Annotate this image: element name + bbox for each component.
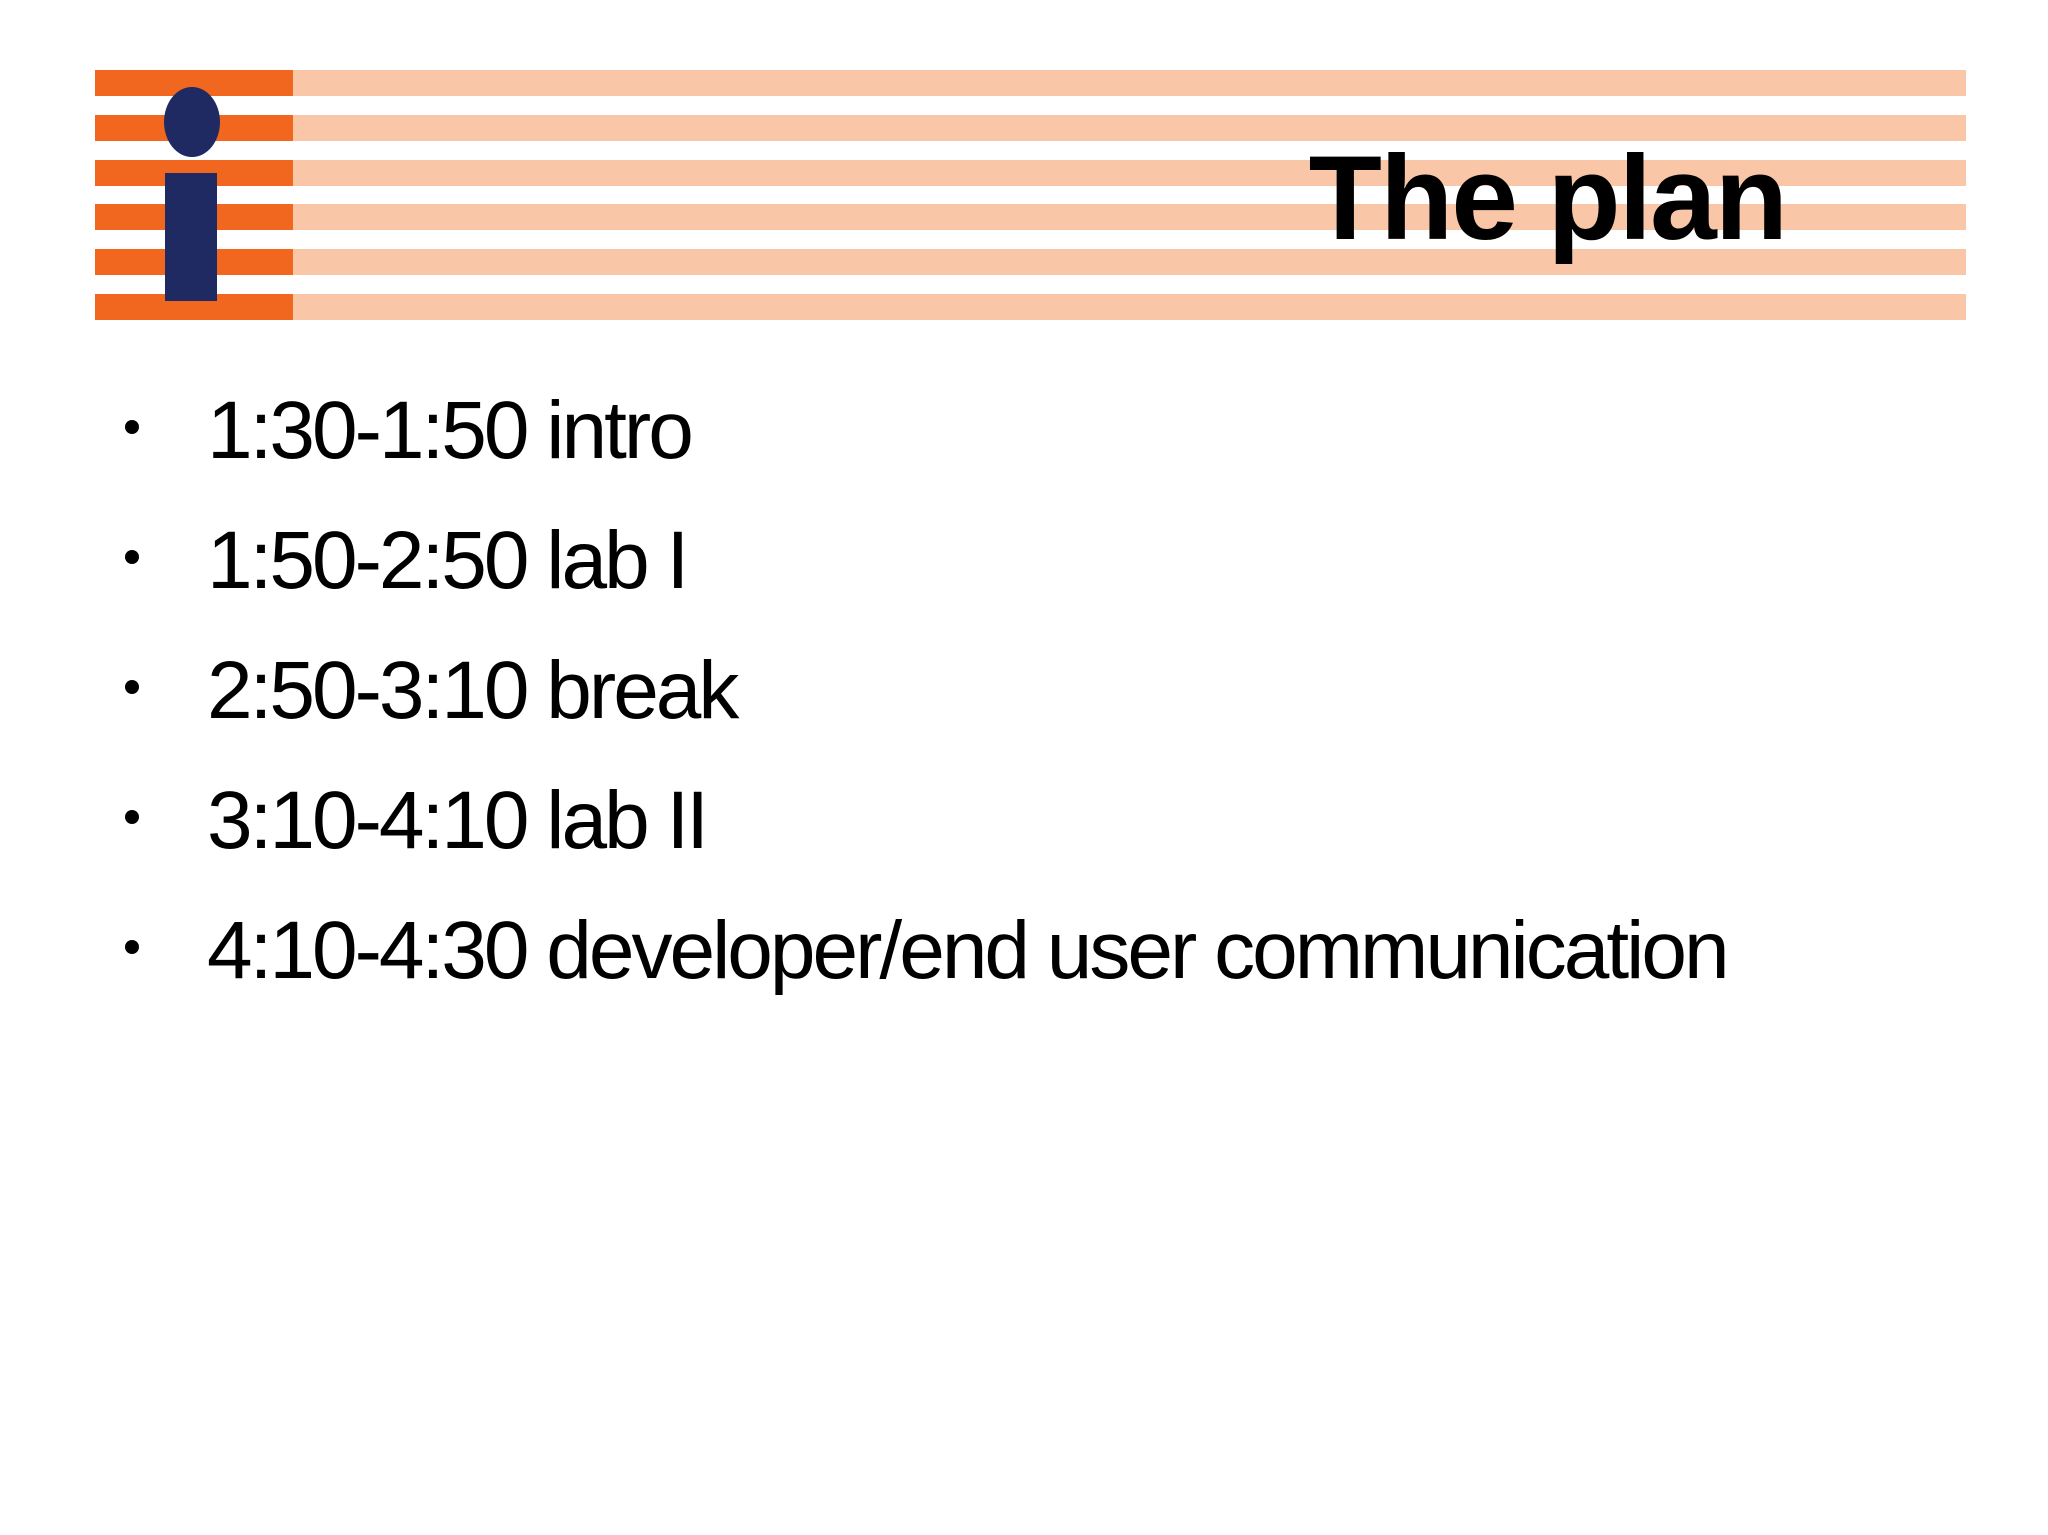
bullet-item: 1:50-2:50 lab I [125, 496, 1727, 626]
banner-stripe [95, 293, 1966, 320]
bullet-list: 1:30-1:50 intro 1:50-2:50 lab I 2:50-3:1… [125, 366, 1730, 1016]
i-logo-stem [165, 173, 217, 301]
banner-stripe [95, 70, 1966, 96]
bullet-item: 2:50-3:10 break [125, 626, 1727, 756]
bullet-text: 2:50-3:10 break [207, 645, 739, 736]
bullet-text: 1:50-2:50 lab I [207, 515, 689, 606]
bullet-dot-icon [125, 810, 139, 824]
i-logo-dot [164, 87, 220, 157]
slide-title: The plan [1308, 131, 1788, 265]
bullet-text: 4:10-4:30 developer/end user communicati… [207, 905, 1730, 996]
bullet-dot-icon [125, 550, 139, 564]
bullet-dot-icon [125, 680, 139, 694]
bullet-text: 3:10-4:10 lab II [207, 775, 709, 866]
bullet-dot-icon [125, 420, 139, 434]
bullet-item: 3:10-4:10 lab II [125, 756, 1727, 886]
bullet-text: 1:30-1:50 intro [207, 385, 694, 476]
bullet-item: 1:30-1:50 intro [125, 366, 1727, 496]
bullet-dot-icon [125, 940, 139, 954]
banner-stripe [95, 159, 1966, 186]
bullet-item: 4:10-4:30 developer/end user communicati… [125, 886, 1730, 1016]
